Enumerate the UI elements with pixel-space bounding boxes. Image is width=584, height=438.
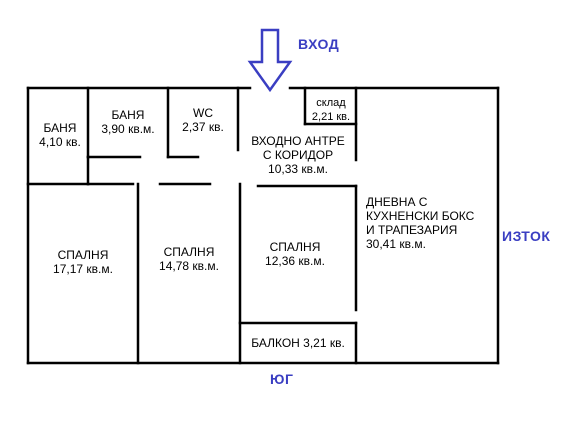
room-area: 12,36 кв.м. xyxy=(265,254,325,268)
room-area: 2,37 кв. xyxy=(182,120,224,134)
room-name: склад xyxy=(316,97,346,109)
room-name: СПАЛНЯ xyxy=(269,240,321,254)
room-bath2: БАНЯ 3,90 кв.м. xyxy=(92,108,164,136)
room-name: СПАЛНЯ xyxy=(163,245,215,259)
south-label: ЮГ xyxy=(270,371,294,387)
walls xyxy=(26,86,500,365)
room-area: 3,90 кв.м. xyxy=(101,122,155,136)
room-bedroom2: СПАЛНЯ 14,78 кв.м. xyxy=(146,245,232,273)
room-area: 30,41 кв.м. xyxy=(366,237,426,251)
room-name-line2: С КОРИДОР xyxy=(262,148,334,162)
room-area: 14,78 кв.м. xyxy=(159,259,219,273)
east-label: ИЗТОК xyxy=(502,228,551,244)
room-wc: WC 2,37 кв. xyxy=(170,106,236,134)
room-bath1: БАНЯ 4,10 кв. xyxy=(30,121,90,149)
room-hall: ВХОДНО АНТРЕ С КОРИДОР 10,33 кв.м. xyxy=(238,134,358,176)
room-area: 17,17 кв.м. xyxy=(53,262,113,276)
room-name: БАНЯ xyxy=(111,108,145,122)
room-name: БАЛКОН 3,21 кв. xyxy=(251,336,345,350)
room-bedroom3: СПАЛНЯ 12,36 кв.м. xyxy=(246,240,344,268)
room-name-line1: ВХОДНО АНТРЕ xyxy=(251,134,345,148)
room-living: ДНЕВНА С КУХНЕНСКИ БОКС И ТРАПЕЗАРИЯ 30,… xyxy=(366,195,474,251)
entrance-label: ВХОД xyxy=(298,36,340,52)
room-name: WC xyxy=(193,106,213,120)
room-storage: склад 2,21 кв. xyxy=(304,96,358,124)
room-bedroom1: СПАЛНЯ 17,17 кв.м. xyxy=(38,248,128,276)
room-area: 2,21 кв. xyxy=(311,111,351,123)
room-area: 10,33 кв.м. xyxy=(268,162,328,176)
room-name: СПАЛНЯ xyxy=(57,248,109,262)
down-arrow-icon xyxy=(247,28,293,93)
room-name-line2: КУХНЕНСКИ БОКС xyxy=(366,209,475,223)
room-name-line1: ДНЕВНА С xyxy=(366,195,428,209)
room-area: 4,10 кв. xyxy=(39,135,81,149)
room-name-line3: И ТРАПЕЗАРИЯ xyxy=(366,223,458,237)
room-balcony: БАЛКОН 3,21 кв. xyxy=(240,336,356,350)
room-name: БАНЯ xyxy=(43,121,77,135)
